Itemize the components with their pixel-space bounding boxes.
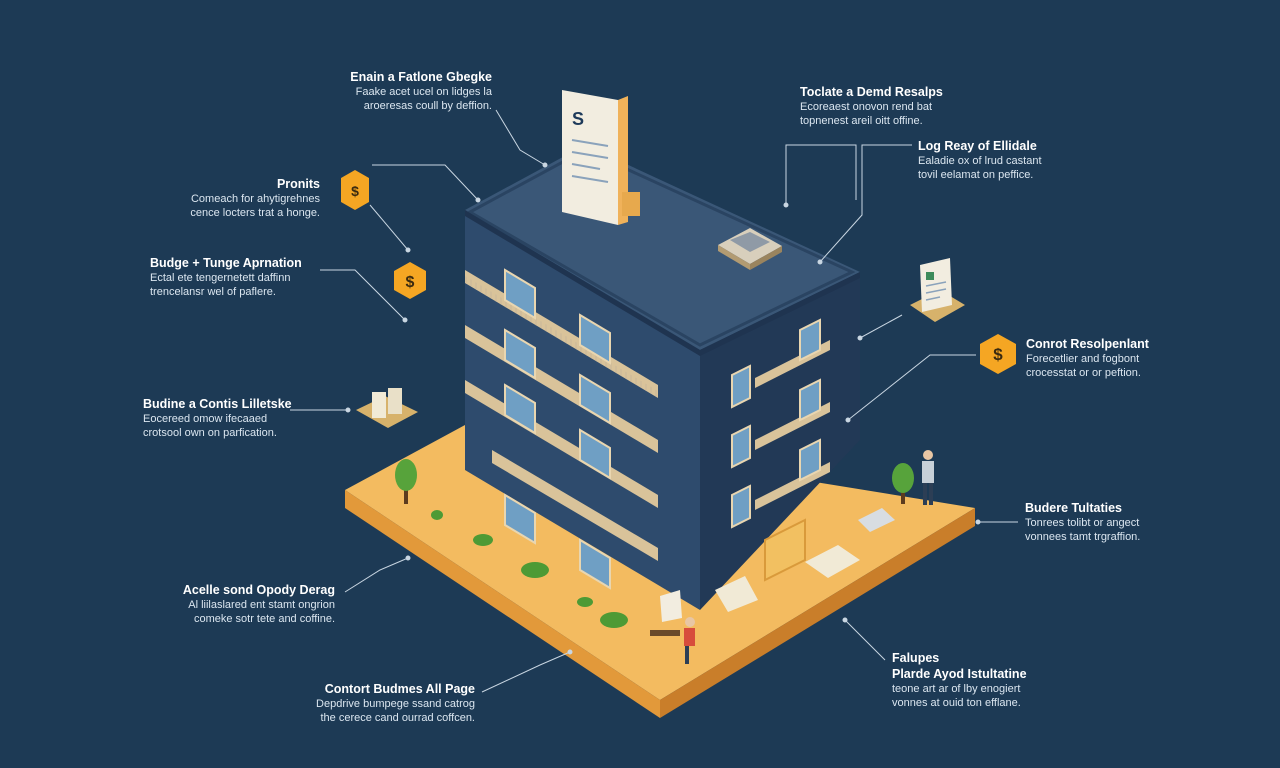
person-icon [922,450,934,505]
label-line: Al liilaslared ent stamt ongrion [188,599,335,611]
files-icon [356,388,418,428]
label-budge-tunge: Budge + Tunge Aprnation Ectal ete tenger… [150,255,330,299]
right-windows [731,318,821,529]
chart-document-icon [910,258,965,322]
label-pronits: Pronits Comeach for ahytigrehnes cence l… [150,176,320,220]
label-budere: Budere Tultaties Tonrees tolibt or angec… [1025,500,1195,544]
left-windows [504,268,611,590]
label-line: Ealadie ox of lrud castant [918,155,1042,167]
label-line: teone art ar of lby enogiert [892,683,1021,695]
label-conrot: Conrot Resolpenlant Forecetlier and fogb… [1026,336,1196,380]
label-line: Eocereed omow ifecaaed [143,413,268,425]
label-title: Budge + Tunge Aprnation [150,256,302,270]
balcony [492,450,658,561]
label-title: Enain a Fatlone Gbegke [350,70,492,84]
entrance-door [764,518,806,582]
svg-text:$: $ [406,274,415,291]
label-title: Falupes [892,651,940,665]
label-line: vonnees tamt trgraffion. [1025,531,1141,543]
label-title: Contort Budmes All Page [324,682,475,696]
label-line: aroeresas coull by deffion. [363,100,492,112]
tree-icon [395,459,417,504]
label-log-reay: Log Reay of Ellidale Ealadie ox of lrud … [918,138,1088,182]
label-line: Comeach for ahytigrehnes [190,193,320,205]
label-acelle-sond: Acelle sond Opody Derag Al liilaslared e… [150,582,335,626]
label-falupes: Falupes Plarde Ayod Istultatine teone ar… [892,650,1072,710]
shrubs [431,510,628,628]
label-line: cence locters trat a honge. [190,207,320,219]
leader-lines [290,109,1018,693]
label-line: tovil eelamat on peffice. [918,169,1034,181]
label-line: crotsool own on parfication. [143,427,277,439]
label-top-left-1: Enain a Fatlone Gbegke Faake acet ucel o… [330,69,492,113]
label-budine-contis: Budine a Contis Lilletske Eocereed omow … [143,396,303,440]
label-title: Log Reay of Ellidale [918,139,1037,153]
right-facade [700,272,860,610]
label-line: Tonrees tolibt or angect [1025,517,1140,529]
label-line: comeke sotr tete and coffine. [193,613,335,625]
label-line: topnenest areil oitt offine. [800,115,923,127]
label-line: vonnes at ouid ton efflane. [892,697,1021,709]
tree-icon [892,463,914,504]
label-line: Depdrive bumpege ssand catrog [316,698,475,710]
label-contort-budmes: Contort Budmes All Page Depdrive bumpege… [300,681,475,725]
label-subtitle: Plarde Ayod Istultatine [892,667,1027,681]
svg-text:S: S [572,109,584,129]
label-line: Ectal ete tengernetett daffinn [150,272,291,284]
label-title: Toclate a Demd Resalps [800,85,943,99]
label-title: Acelle sond Opody Derag [182,583,335,597]
label-toclate: Toclate a Demd Resalps Ecoreaest onovon … [800,84,970,128]
svg-text:$: $ [993,345,1003,364]
label-line: crocesstat or or peftion. [1026,367,1141,379]
label-line: Faake acet ucel on lidges la [355,86,492,98]
calculator-icon [718,228,782,270]
label-line: Forecetlier and fogbont [1026,353,1140,365]
document-icon: S [562,90,640,225]
label-title: Pronits [276,177,320,191]
dollar-coin-icon: $ [394,262,426,299]
svg-text:$: $ [351,183,359,199]
money-icon: $ [341,170,369,210]
dollar-coin-icon: $ [980,334,1016,374]
label-line: trencelansr wel of paflere. [150,286,276,298]
label-title: Budine a Contis Lilletske [143,397,292,411]
person-icon [650,590,695,664]
label-line: the cerece cand ourrad coffcen. [320,712,475,724]
label-line: Ecoreaest onovon rend bat [800,101,933,113]
label-title: Budere Tultaties [1025,501,1123,515]
papers-icon [715,508,895,612]
label-title: Conrot Resolpenlant [1026,337,1149,351]
